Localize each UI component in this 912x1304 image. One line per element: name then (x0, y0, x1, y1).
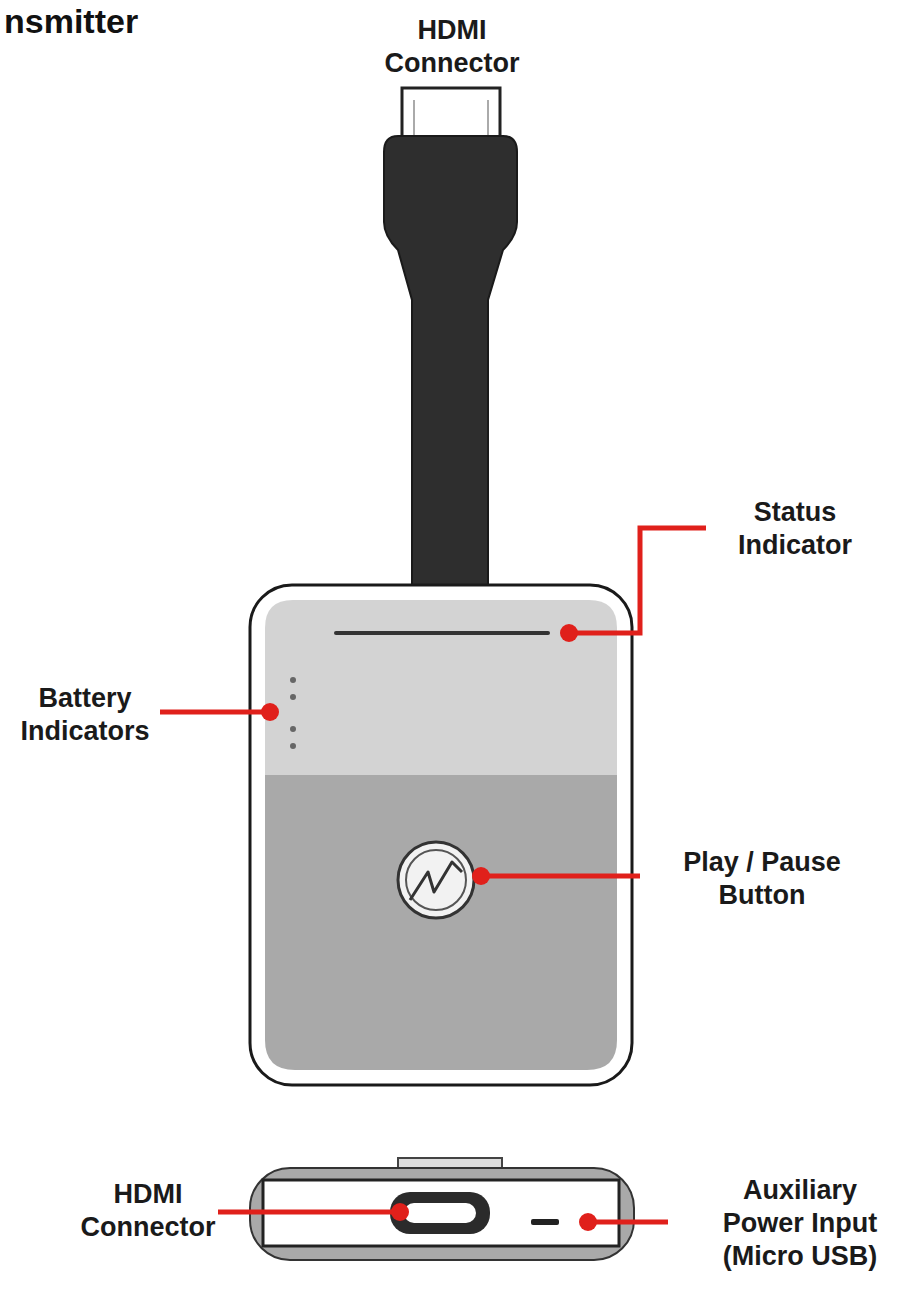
leader-dots (261, 624, 597, 1231)
part-label: Play / Pause Button (662, 846, 862, 912)
battery-dots (290, 677, 296, 749)
button-ring (406, 850, 466, 910)
play-pause-button (398, 842, 474, 918)
part-label: Status Indicator (720, 496, 870, 562)
micro-usb-port (531, 1219, 559, 1225)
device-housing (250, 585, 632, 1085)
part-label: HDMI Connector (377, 14, 527, 80)
plug-detail (413, 100, 415, 140)
hdmi-port (390, 1192, 490, 1234)
title: nsmitter (4, 4, 138, 38)
leader-lines (160, 528, 706, 1222)
part-label: Battery Indicators (5, 682, 165, 748)
part-label: HDMI Connector (73, 1178, 223, 1244)
hdmi-cable (384, 136, 517, 590)
status-light-bar (336, 631, 548, 635)
plug-detail (487, 100, 489, 140)
bottom-panel (265, 775, 617, 1070)
hdmi-port-inner (404, 1203, 476, 1223)
top-panel (265, 600, 617, 775)
part-label: Auxiliary Power Input (Micro USB) (715, 1174, 885, 1273)
button-logo (410, 862, 462, 900)
